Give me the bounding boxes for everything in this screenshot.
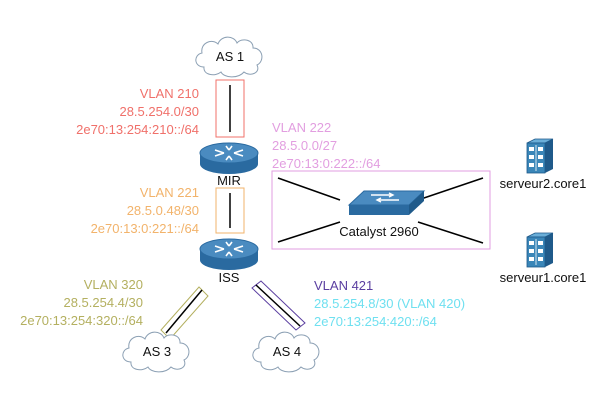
vlan-222-box bbox=[271, 170, 491, 250]
vlan-421-ipv4: 28.5.254.8/30 (VLAN 420) bbox=[314, 296, 465, 311]
vlan-222-ipv4: 28.5.0.0/27 bbox=[272, 138, 337, 153]
vlan-221-ipv6: 2e70:13:0:221::/64 bbox=[91, 221, 199, 236]
iss-router: ISS bbox=[199, 238, 259, 285]
mir-router: MIR bbox=[199, 142, 259, 188]
vlan-222-name: VLAN 222 bbox=[272, 120, 331, 135]
vlan-221-labels: VLAN 221 28.5.0.48/30 2e70:13:0:221::/64 bbox=[91, 185, 199, 236]
vlan-320-ipv6: 2e70:13:254:320::/64 bbox=[20, 313, 143, 328]
catalyst-serveur1-link bbox=[417, 221, 484, 244]
iss-as4-link bbox=[255, 284, 301, 327]
vlan-221-link bbox=[215, 187, 245, 234]
vlan-222-labels: VLAN 222 28.5.0.0/27 2e70:13:0:222::/64 bbox=[272, 120, 380, 171]
vlan-320-link bbox=[160, 286, 209, 340]
vlan-221-ipv4: 28.5.0.48/30 bbox=[127, 203, 199, 218]
serveur1-label: serveur1.core1 bbox=[500, 270, 587, 285]
cloud-icon bbox=[252, 331, 320, 373]
mir-label: MIR bbox=[217, 173, 241, 188]
switch-icon bbox=[347, 190, 426, 215]
vlan-320-labels: VLAN 320 28.5.254.4/30 2e70:13:254:320::… bbox=[20, 277, 143, 328]
vlan-221-box bbox=[215, 187, 245, 234]
iss-catalyst-link bbox=[277, 221, 341, 243]
server-icon bbox=[526, 232, 554, 268]
as3-label: AS 3 bbox=[143, 344, 171, 359]
router-icon bbox=[199, 142, 259, 174]
cloud-icon bbox=[122, 331, 190, 373]
catalyst-serveur2-link bbox=[417, 177, 484, 201]
vlan-210-ipv6: 2e70:13:254:210::/64 bbox=[76, 122, 199, 137]
vlan-210-labels: VLAN 210 28.5.254.0/30 2e70:13:254:210::… bbox=[76, 86, 199, 137]
vlan-210-box bbox=[215, 79, 245, 138]
server-icon bbox=[526, 138, 554, 174]
as1-cloud: AS 1 bbox=[195, 36, 263, 78]
as3-cloud: AS 3 bbox=[122, 331, 190, 373]
catalyst-label: Catalyst 2960 bbox=[339, 224, 419, 239]
vlan-421-ipv6: 2e70:13:254:420::/64 bbox=[314, 314, 437, 329]
vlan-421-name: VLAN 421 bbox=[314, 278, 373, 293]
vlan-210-name: VLAN 210 bbox=[140, 86, 199, 101]
as4-cloud: AS 4 bbox=[252, 331, 320, 373]
router-icon bbox=[199, 238, 259, 270]
serveur2-label: serveur2.core1 bbox=[500, 176, 587, 191]
vlan-320-name: VLAN 320 bbox=[84, 277, 143, 292]
serveur1-server: serveur1.core1 bbox=[500, 232, 587, 285]
as4-label: AS 4 bbox=[273, 344, 301, 359]
serveur2-server: serveur2.core1 bbox=[500, 138, 587, 191]
catalyst-switch: Catalyst 2960 bbox=[339, 190, 426, 239]
vlan-210-ipv4: 28.5.254.0/30 bbox=[119, 104, 199, 119]
mir-catalyst-link bbox=[277, 177, 341, 201]
cloud-icon bbox=[195, 36, 263, 78]
iss-label: ISS bbox=[219, 270, 240, 285]
vlan-210-link bbox=[215, 79, 245, 138]
vlan-421-link bbox=[251, 280, 306, 331]
vlan-222-segment bbox=[271, 170, 491, 250]
iss-as3-link bbox=[165, 289, 203, 334]
vlan-222-ipv6: 2e70:13:0:222::/64 bbox=[272, 156, 380, 171]
vlan-221-name: VLAN 221 bbox=[140, 185, 199, 200]
as1-label: AS 1 bbox=[216, 49, 244, 64]
vlan-320-ipv4: 28.5.254.4/30 bbox=[63, 295, 143, 310]
vlan-421-labels: VLAN 421 28.5.254.8/30 (VLAN 420) 2e70:1… bbox=[314, 278, 465, 329]
vlan-421-box bbox=[251, 280, 306, 331]
